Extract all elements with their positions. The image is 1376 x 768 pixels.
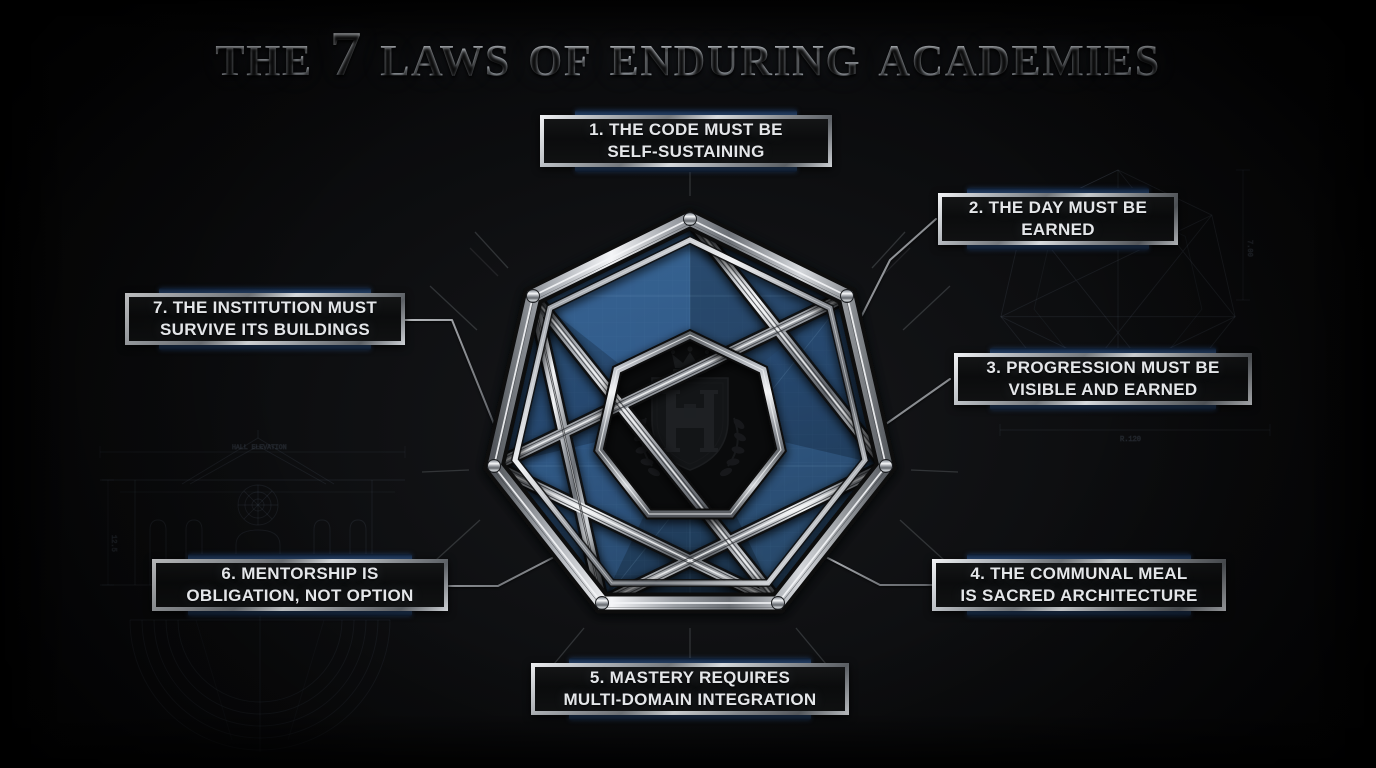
plaque-inner (156, 563, 444, 607)
page-title: THE 7 LAWS OF ENDURING ACADEMIES (0, 22, 1376, 87)
law-plaque-2[interactable]: 2. THE DAY MUST BE EARNED (938, 188, 1178, 250)
plaque-inner (544, 119, 828, 163)
law-plaque-3[interactable]: 3. PROGRESSION MUST BE VISIBLE AND EARNE… (954, 348, 1252, 410)
plaque-inner (129, 297, 401, 341)
plaque-inner (535, 667, 845, 711)
law-plaque-7[interactable]: 7. THE INSTITUTION MUST SURVIVE ITS BUIL… (125, 288, 405, 350)
law-plaque-4[interactable]: 4. THE COMMUNAL MEAL IS SACRED ARCHITECT… (932, 554, 1226, 616)
law-plaque-5[interactable]: 5. MASTERY REQUIRES MULTI-DOMAIN INTEGRA… (531, 658, 849, 720)
plaque-inner (958, 357, 1248, 401)
law-plaque-6[interactable]: 6. MENTORSHIP IS OBLIGATION, NOT OPTION (152, 554, 448, 616)
plaque-inner (936, 563, 1222, 607)
law-plaque-1[interactable]: 1. THE CODE MUST BE SELF-SUSTAINING (540, 110, 832, 172)
plaque-inner (942, 197, 1174, 241)
